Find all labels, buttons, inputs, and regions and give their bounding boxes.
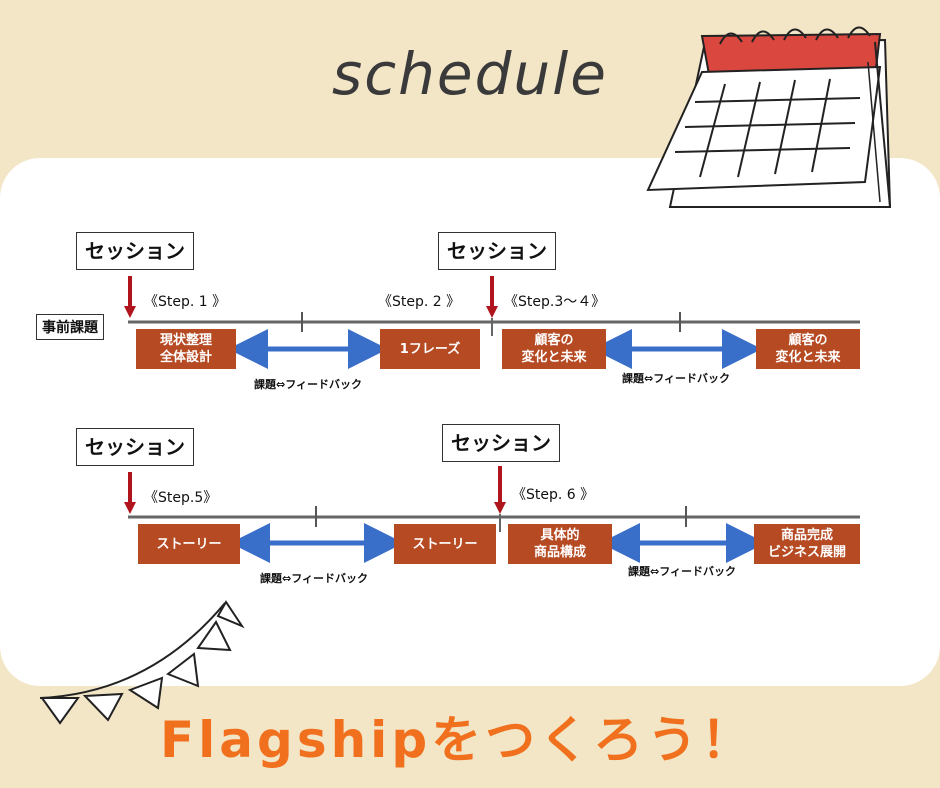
feedback-label: 課題⇔フィードバック	[260, 572, 368, 585]
step-label: 《Step. 2 》	[378, 294, 461, 310]
step-box: 具体的 商品構成	[508, 524, 612, 564]
step-box: 現状整理 全体設計	[136, 329, 236, 369]
box-text: 変化と未来	[775, 350, 841, 365]
step-box: 1フレーズ	[380, 329, 480, 369]
step-label: 《Step. 1 》	[144, 294, 227, 310]
session-label: セッション	[442, 424, 560, 462]
box-text: 顧客の	[534, 333, 574, 348]
box-text: ビジネス展開	[767, 545, 846, 560]
box-text: ストーリー	[412, 536, 478, 552]
box-text: 現状整理	[159, 333, 212, 348]
box-text: 変化と未来	[521, 350, 587, 365]
feedback-label: 課題⇔フィードバック	[628, 565, 736, 578]
step-label: 《Step.5》	[144, 490, 218, 506]
box-text: 具体的	[540, 528, 580, 543]
session-label: セッション	[76, 428, 194, 466]
session-label: セッション	[438, 232, 556, 270]
step-box: 顧客の 変化と未来	[502, 329, 606, 369]
session-label: セッション	[76, 232, 194, 270]
box-text: 商品完成	[780, 528, 833, 543]
pre-task-label: 事前課題	[36, 314, 104, 340]
step-box: ストーリー	[394, 524, 496, 564]
calendar-icon	[646, 26, 892, 208]
step-label: 《Step. 6 》	[512, 487, 595, 503]
feedback-label: 課題⇔フィードバック	[622, 372, 730, 385]
footer-slogan: Flagshipをつくろう！	[160, 711, 756, 769]
step-label: 《Step.3～４》	[504, 294, 606, 310]
step-box: ストーリー	[138, 524, 240, 564]
feedback-label: 課題⇔フィードバック	[254, 378, 362, 391]
bunting-decoration	[39, 600, 245, 725]
step-box: 商品完成 ビジネス展開	[754, 524, 860, 564]
page-title: schedule	[332, 40, 608, 108]
box-text: 1フレーズ	[399, 341, 461, 357]
box-text: 全体設計	[159, 350, 212, 365]
box-text: ストーリー	[156, 536, 222, 552]
box-text: 商品構成	[533, 545, 586, 560]
step-box: 顧客の 変化と未来	[756, 329, 860, 369]
box-text: 顧客の	[788, 333, 828, 348]
